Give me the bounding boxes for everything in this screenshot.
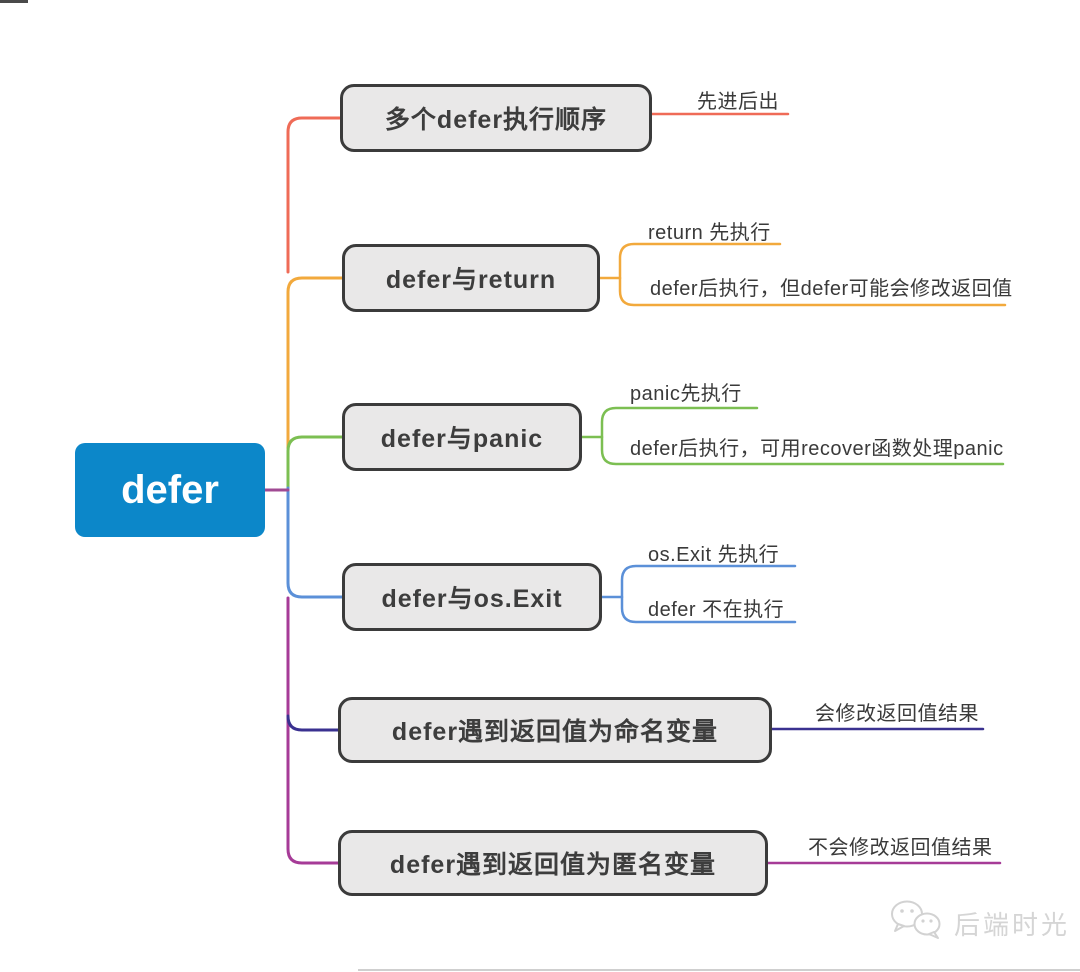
top-edge-mark [0, 0, 28, 3]
root-node-defer[interactable]: defer [75, 443, 265, 537]
branch-line-named [286, 714, 340, 732]
branch-line-anon [286, 596, 340, 865]
leaf-brace-return [618, 242, 1007, 307]
branch-line-panic [286, 435, 344, 494]
topic-defer-panic[interactable]: defer与panic [342, 403, 582, 471]
branch-line-osexit [286, 486, 344, 599]
topic-defer-anon-return[interactable]: defer遇到返回值为匿名变量 [338, 830, 768, 896]
leaf-fifo[interactable]: 先进后出 [697, 91, 779, 113]
leaf-not-modifies-return[interactable]: 不会修改返回值结果 [808, 837, 993, 859]
leaf-modifies-return[interactable]: 会修改返回值结果 [815, 703, 979, 725]
leaf-defer-not-run[interactable]: defer 不在执行 [648, 599, 785, 621]
leaf-panic-first[interactable]: panic先执行 [630, 383, 742, 405]
topic-defer-return[interactable]: defer与return [342, 244, 600, 312]
topic-defer-osexit[interactable]: defer与os.Exit [342, 563, 602, 631]
leaf-return-first[interactable]: return 先执行 [648, 222, 771, 244]
leaf-brace-osexit [620, 564, 797, 624]
branch-line-order [286, 116, 342, 274]
topic-defer-exec-order[interactable]: 多个defer执行顺序 [340, 84, 652, 152]
watermark-text: 后端时光 [954, 910, 1071, 940]
leaf-defer-after-panic[interactable]: defer后执行，可用recover函数处理panic [630, 438, 1004, 460]
leaf-brace-panic [600, 406, 1005, 466]
branch-line-return [286, 276, 344, 450]
watermark: 后端时光 [888, 898, 1070, 949]
topic-defer-named-return[interactable]: defer遇到返回值为命名变量 [338, 697, 772, 763]
leaf-osexit-first[interactable]: os.Exit 先执行 [648, 544, 780, 566]
leaf-defer-after-return[interactable]: defer后执行，但defer可能会修改返回值 [650, 278, 1013, 300]
wechat-icon [888, 898, 946, 949]
bottom-edge-line [358, 969, 1080, 971]
